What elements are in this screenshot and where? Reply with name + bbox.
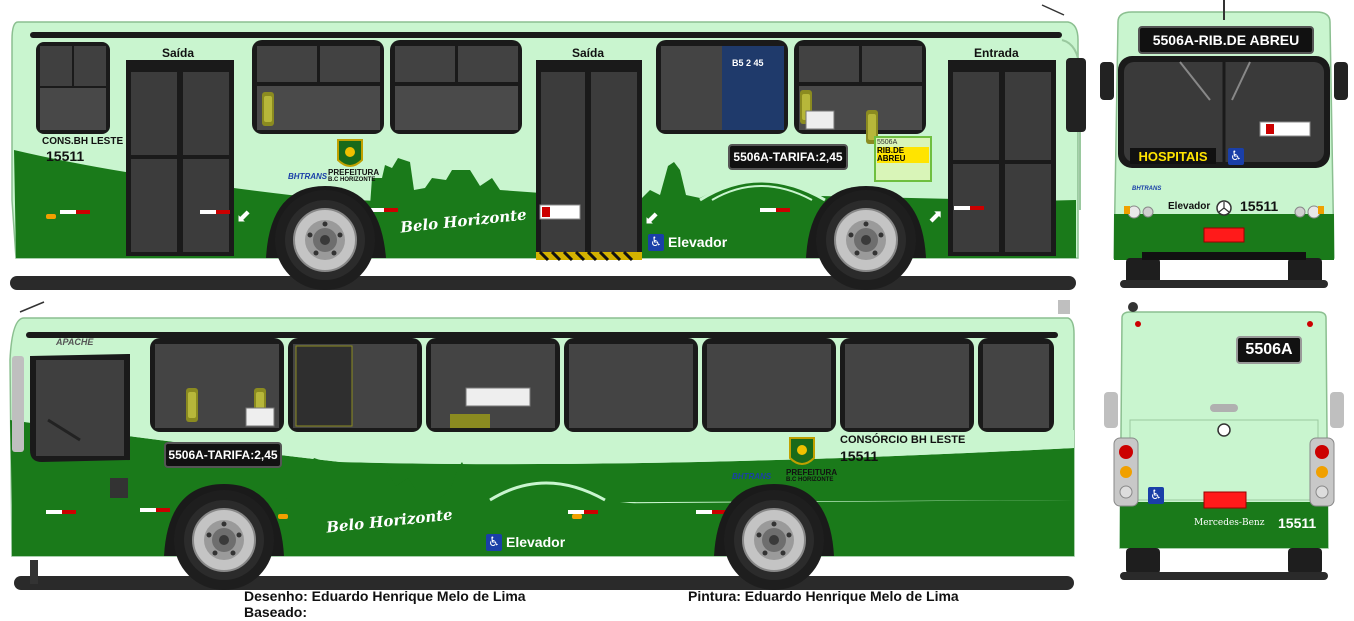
side-view-top: ⬋ ⬋ ⬈: [10, 4, 1086, 291]
door-label-front: Entrada: [974, 46, 1019, 60]
fare-sign-bottom: 5506A-TARIFA:2,45: [164, 442, 282, 468]
svg-text:⬈: ⬈: [928, 206, 943, 227]
elevator-label-top: Elevador: [668, 234, 728, 250]
model-badge: APACHE: [56, 337, 94, 347]
rear-view: [1104, 302, 1344, 580]
side-view-bottom: [9, 300, 1075, 591]
svg-text:⬋: ⬋: [236, 206, 251, 227]
front-fleet-number: 15511: [1240, 198, 1279, 214]
front-destination-sign: 5506A-RIB.DE ABREU: [1138, 26, 1314, 54]
fleet-number-bottom: 15511: [840, 448, 879, 464]
front-sub-destination: HOSPITAIS: [1130, 148, 1216, 164]
front-elevator-label: Elevador: [1168, 201, 1211, 212]
rear-brand: Mercedes-Benz: [1194, 518, 1265, 528]
operator-short: CONS.BH LESTE: [42, 136, 124, 147]
wheelchair-icon-bottom: ♿: [486, 534, 502, 551]
front-bhtrans: BHTRANS: [1132, 186, 1162, 192]
fare-sign-top: 5506A-TARIFA:2,45: [728, 144, 848, 170]
credit-drawing: Desenho: Eduardo Henrique Melo de Lima: [244, 588, 526, 604]
rear-route-sign: 5506A: [1236, 336, 1302, 364]
door-label-rear: Saída: [162, 46, 195, 60]
route-name: RIB.DE ABREU: [877, 147, 929, 163]
fleet-number-top: 15511: [46, 148, 85, 164]
operator-bottom: CONSÓRCIO BH LESTE: [840, 434, 966, 446]
bhtrans-logo-bottom: BHTRANS: [732, 472, 772, 481]
prefeitura-top: PREFEITURA: [328, 168, 380, 177]
rear-fleet-number: 15511: [1278, 515, 1317, 531]
route-code: 5506A: [877, 139, 898, 146]
prefeitura-bottom: PREFEITURA: [786, 468, 838, 477]
prefeitura-sub-top: B.C HORIZONTE: [328, 177, 376, 183]
door-label-middle: Saída: [572, 46, 605, 60]
credit-paint: Pintura: Eduardo Henrique Melo de Lima: [688, 588, 959, 604]
elevator-label-bottom: Elevador: [506, 534, 566, 550]
destination-display-window: B5 2 45: [732, 58, 764, 68]
wheelchair-icon-rear: ♿: [1148, 487, 1164, 504]
wheelchair-icon-front: ♿: [1228, 148, 1244, 165]
wheelchair-icon-top: ♿: [648, 234, 664, 251]
svg-text:⬋: ⬋: [644, 208, 659, 229]
window-route-sticker: 5506A RIB.DE ABREU: [874, 136, 932, 182]
front-view: [1100, 0, 1348, 288]
credit-based: Baseado:: [244, 604, 308, 620]
bhtrans-logo-top: BHTRANS: [288, 172, 328, 181]
prefeitura-sub-bottom: B.C HORIZONTE: [786, 477, 834, 483]
